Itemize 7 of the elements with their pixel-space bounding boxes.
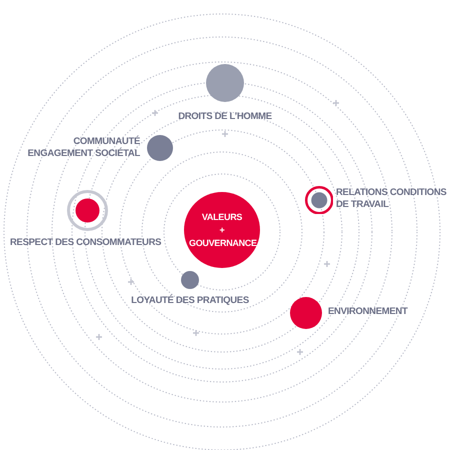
planet-label: DROITS DE L’HOMME	[177, 111, 273, 123]
planet-label: RESPECT DES CONSOMMATEURS	[10, 237, 162, 249]
planet-label: ENVIRONNEMENT	[328, 306, 409, 318]
core-circle: VALEURS + GOUVERNANCE	[184, 192, 260, 268]
planet-label: COMMUNAUTÉ ENGAGEMENT SOCIÉTAL	[26, 136, 140, 160]
planet-label: RELATIONS CONDITIONS DE TRAVAIL	[336, 187, 448, 211]
planet-label: LOYAUTÉ DES PRATIQUES	[130, 295, 250, 307]
